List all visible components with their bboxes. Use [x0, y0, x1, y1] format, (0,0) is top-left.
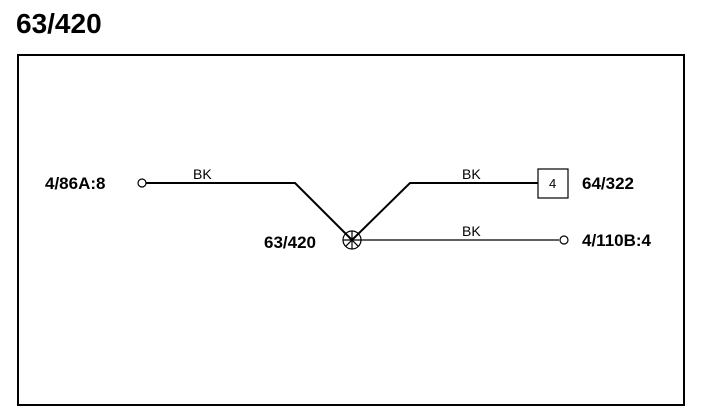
wire-splice-to-top-right[interactable] — [351, 182, 538, 241]
diagram-frame — [17, 54, 685, 406]
connector-label-bottom-right: 4/110B:4 — [582, 231, 652, 250]
connector-pin-box[interactable] — [537, 168, 569, 199]
terminal-circle-bottom-right[interactable] — [559, 235, 569, 245]
splice-icon[interactable] — [342, 230, 362, 250]
wire-color-label-top-right: BK — [462, 166, 481, 182]
wire-left-to-splice[interactable] — [146, 182, 353, 241]
connector-label-left: 4/86A:8 — [45, 174, 105, 193]
wire-color-label-left: BK — [193, 166, 212, 182]
splice-label: 63/420 — [264, 233, 316, 252]
connector-pin-number: 4 — [549, 176, 556, 191]
terminal-circle-left[interactable] — [137, 178, 147, 188]
page-title: 63/420 — [16, 8, 102, 39]
connector-label-top-right: 64/322 — [582, 174, 634, 193]
wire-color-label-bottom-right: BK — [462, 223, 481, 239]
